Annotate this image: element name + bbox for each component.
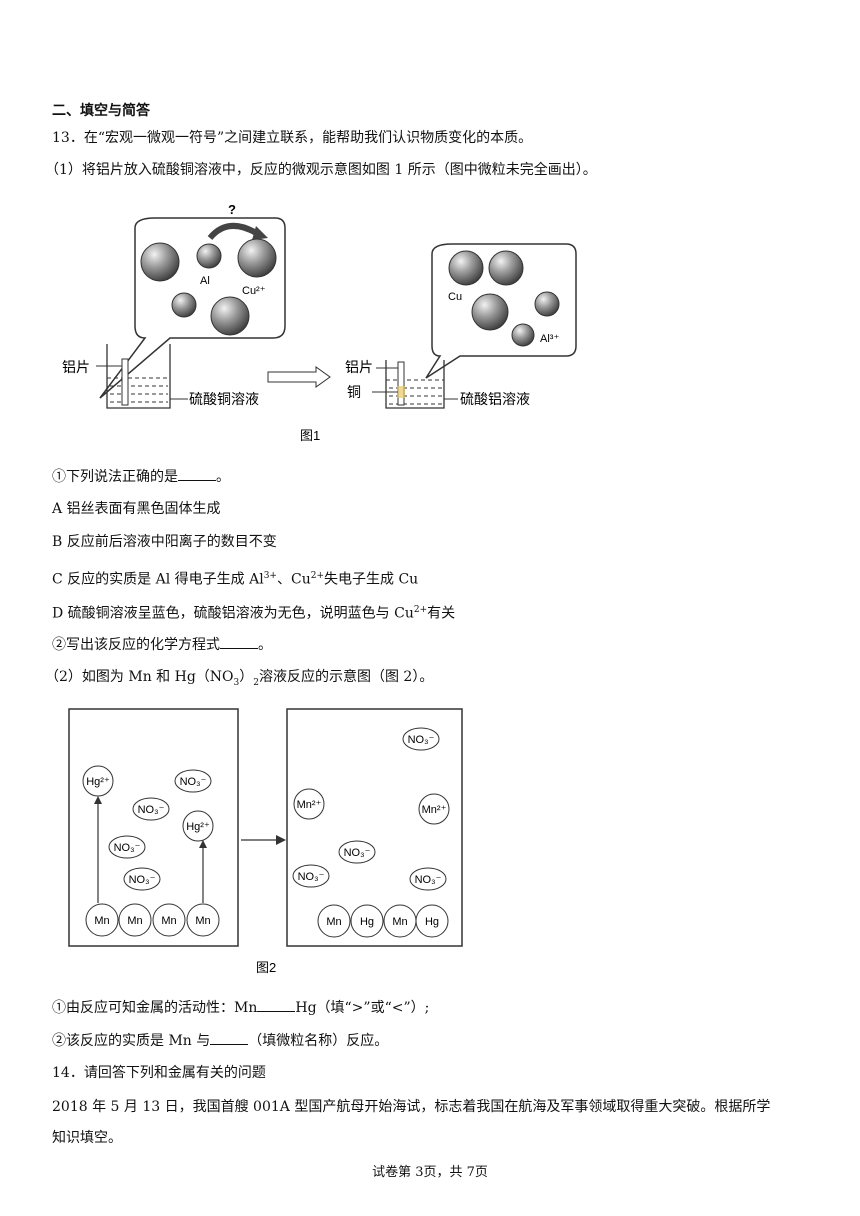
q13-part2: （2）如图为 Mn 和 Hg（NO3）2溶液反应的示意图（图 2）。 <box>45 669 434 688</box>
q13-question-2: ②写出该反应的化学方程式。 <box>52 634 272 655</box>
svg-text:Mn: Mn <box>94 915 109 927</box>
svg-text:NO₃⁻: NO₃⁻ <box>138 804 165 816</box>
aluminum-strip-right <box>397 361 405 406</box>
svg-text:NO₃⁻: NO₃⁻ <box>415 874 442 886</box>
figure-2: Hg²⁺ NO₃⁻ NO₃⁻ Hg²⁺ NO₃⁻ NO₃⁻ Mn Mn Mn M… <box>68 708 463 975</box>
aluminum-strip-left <box>121 358 129 406</box>
cu2-label: Cu²⁺ <box>242 285 266 297</box>
svg-text:Hg²⁺: Hg²⁺ <box>86 776 110 788</box>
svg-text:Hg: Hg <box>425 916 439 928</box>
beaker-left <box>106 344 171 409</box>
left-strip-label: 铝片 <box>62 359 90 375</box>
al-label: Al <box>200 275 210 287</box>
al3-label: Al³⁺ <box>540 333 559 345</box>
question-mark: ? <box>228 202 236 217</box>
svg-text:NO₃⁻: NO₃⁻ <box>298 871 325 883</box>
option-c: C 反应的实质是 Al 得电子生成 Al3+、Cu2+失电子生成 Cu <box>52 571 419 588</box>
option-d: D 硫酸铜溶液呈蓝色，硫酸铝溶液为无色，说明蓝色与 Cu2+有关 <box>52 605 456 622</box>
q13-question-4: ②该反应的实质是 Mn 与（填微粒名称）反应。 <box>52 1030 388 1051</box>
left-solution-label: 硫酸铜溶液 <box>189 391 259 407</box>
cu-label: Cu <box>448 291 462 303</box>
q13-question-1: ①下列说法正确的是。 <box>52 466 230 487</box>
svg-text:Mn²⁺: Mn²⁺ <box>422 804 447 816</box>
svg-text:Hg²⁺: Hg²⁺ <box>186 821 210 833</box>
section-title: 二、填空与简答 <box>52 103 150 119</box>
svg-text:Mn: Mn <box>392 916 407 928</box>
svg-text:NO₃⁻: NO₃⁻ <box>129 874 156 886</box>
q13-part1: （1）将铝片放入硫酸铜溶液中，反应的微观示意图如图 1 所示（图中微粒未完全画出… <box>45 162 597 178</box>
page-footer: 试卷第 3页，共 7页 <box>372 1165 488 1180</box>
svg-text:Mn: Mn <box>127 915 142 927</box>
answer-blank-3[interactable] <box>257 997 296 1012</box>
answer-blank-2[interactable] <box>220 634 258 649</box>
copper-deposit <box>397 386 405 398</box>
q14-body-2: 知识填空。 <box>52 1130 122 1146</box>
figure-1-caption: 图1 <box>300 428 320 443</box>
right-strip-label: 铝片 <box>345 359 373 375</box>
svg-text:Hg: Hg <box>360 916 374 928</box>
svg-text:Mn: Mn <box>326 916 341 928</box>
option-b: B 反应前后溶液中阳离子的数目不变 <box>52 534 277 550</box>
q14-body-1: 2018 年 5 月 13 日，我国首艘 001A 型国产航母开始海试，标志着我… <box>52 1099 771 1115</box>
reaction-arrow-icon <box>267 366 331 388</box>
right-solution-label: 硫酸铝溶液 <box>460 391 530 407</box>
q14-intro: 14．请回答下列和金属有关的问题 <box>52 1065 266 1081</box>
arrow-icon <box>276 835 286 845</box>
svg-text:Mn²⁺: Mn²⁺ <box>297 799 322 811</box>
svg-text:NO₃⁻: NO₃⁻ <box>408 734 435 746</box>
svg-text:NO₃⁻: NO₃⁻ <box>114 842 141 854</box>
figure-2-caption: 图2 <box>256 960 276 975</box>
svg-text:Mn: Mn <box>161 915 176 927</box>
answer-blank-1[interactable] <box>178 466 216 481</box>
figure-1: ? Al Cu²⁺ 铝片 硫酸铜溶液 Cu Al³⁺ 铝片 铜 硫酸铝溶液 图1 <box>62 202 577 443</box>
right-copper-label: 铜 <box>347 384 361 400</box>
q13-intro: 13．在“宏观一微观一符号”之间建立联系，能帮助我们认识物质变化的本质。 <box>52 130 533 146</box>
answer-blank-4[interactable] <box>210 1030 249 1045</box>
beaker-right <box>385 360 445 409</box>
svg-text:Mn: Mn <box>195 915 210 927</box>
svg-text:NO₃⁻: NO₃⁻ <box>344 847 371 859</box>
svg-text:NO₃⁻: NO₃⁻ <box>180 776 207 788</box>
curved-arrow-icon <box>207 223 260 241</box>
option-a: A 铝丝表面有黑色固体生成 <box>52 501 221 517</box>
